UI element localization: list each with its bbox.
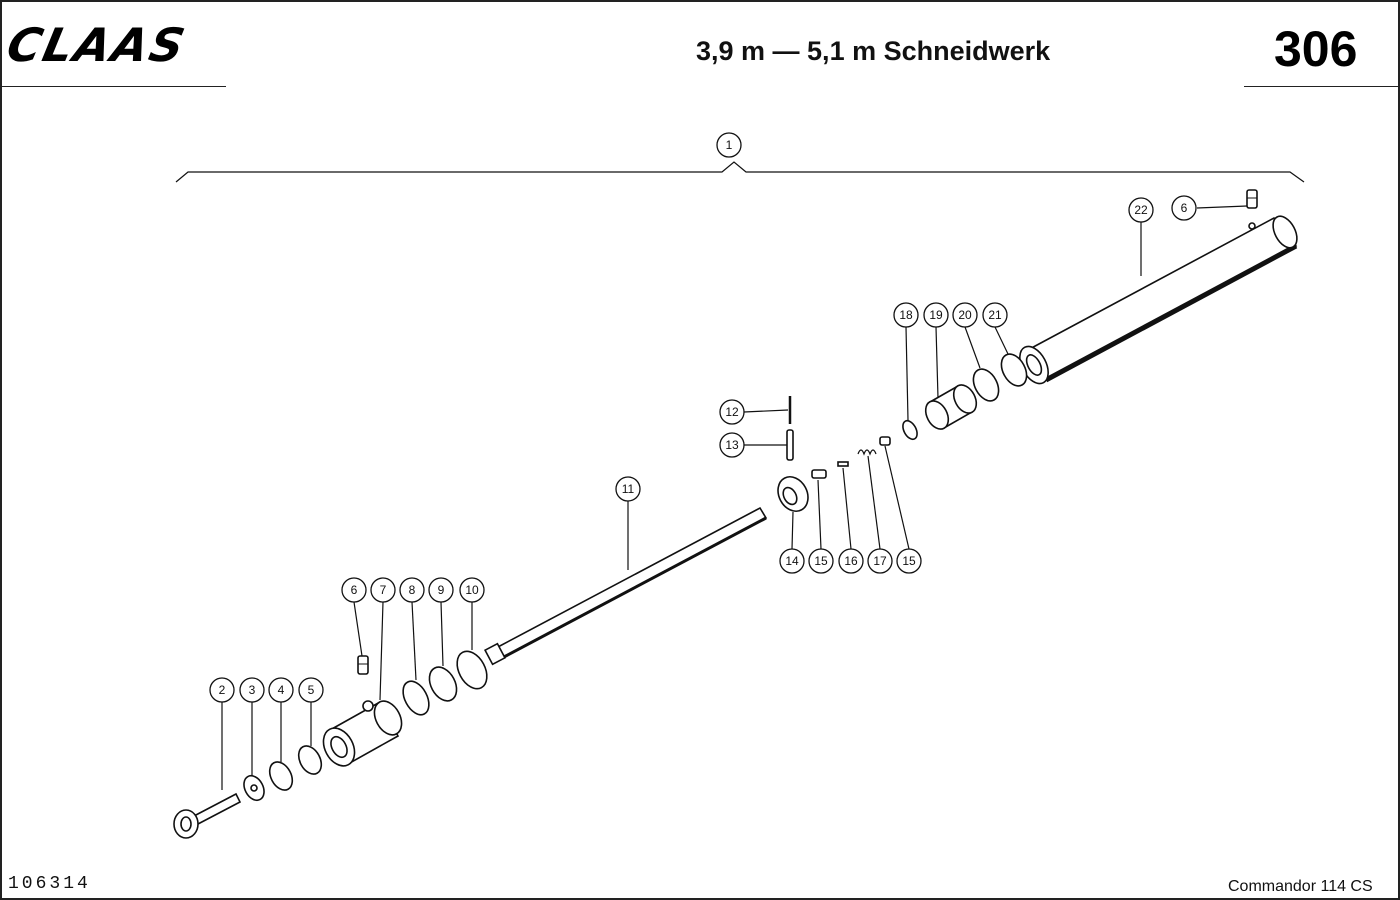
svg-text:3: 3 [249,683,256,697]
leader-lines [221,205,1248,790]
svg-text:12: 12 [725,405,739,419]
callout-17: 17 [867,548,893,574]
callout-19: 19 [923,302,949,328]
svg-text:10: 10 [465,583,479,597]
callout-22: 22 [1128,197,1154,223]
callout-9: 9 [428,577,454,603]
part-valve-seat-15a [811,469,827,479]
callout-18: 18 [893,302,919,328]
svg-text:9: 9 [438,583,445,597]
page-number-rule [1244,86,1400,87]
callout-12: 12 [719,399,745,425]
part-roll-pin-13 [786,429,794,461]
callout-11: 11 [615,476,641,502]
svg-text:13: 13 [725,438,739,452]
part-spring-17 [857,449,877,456]
callout-13: 13 [719,432,745,458]
svg-text:19: 19 [929,308,943,322]
svg-text:2: 2 [219,683,226,697]
callout-8: 8 [399,577,425,603]
callout-3: 3 [239,677,265,703]
part-seal-ring-20 [972,368,1000,402]
callout-20: 20 [952,302,978,328]
page-number: 306 [1274,21,1358,77]
part-eye-bolt [173,792,242,839]
part-o-ring-18 [902,419,918,441]
part-ring-9 [428,666,458,702]
svg-text:8: 8 [409,583,416,597]
model-name: Commandor 114 CS [1228,878,1373,895]
svg-text:6: 6 [351,583,358,597]
callout-10: 10 [459,577,485,603]
svg-text:4: 4 [278,683,285,697]
part-grease-nipple-top [1246,189,1258,209]
svg-text:21: 21 [988,308,1002,322]
part-ring-10 [456,650,488,690]
part-cylinder-head [322,700,403,767]
callout-1: 1 [716,132,742,158]
svg-text:6: 6 [1181,201,1188,215]
part-grease-nipple-left [357,655,369,675]
svg-text:1: 1 [726,138,733,152]
callout-15-a: 15 [808,548,834,574]
part-ball-16 [837,461,849,467]
svg-text:15: 15 [902,554,916,568]
page-title: 3,9 m — 5,1 m Schneidwerk [696,36,1051,66]
svg-text:11: 11 [622,482,635,496]
svg-text:22: 22 [1134,203,1148,217]
callout-2: 2 [209,677,235,703]
part-seal-4 [268,761,294,791]
part-piston [924,384,978,430]
part-wiper-ring-5 [297,745,323,775]
callout-7: 7 [370,577,396,603]
callout-15-b: 15 [896,548,922,574]
svg-text:15: 15 [814,554,828,568]
document-number: 106314 [8,874,91,894]
svg-text:5: 5 [308,683,315,697]
svg-text:17: 17 [873,554,887,568]
svg-text:20: 20 [958,308,972,322]
part-cylinder-barrel [1019,215,1298,385]
callout-21: 21 [982,302,1008,328]
part-seal-ring-21 [1000,353,1028,387]
callout-14: 14 [779,548,805,574]
part-piston-nut [777,476,809,512]
svg-text:14: 14 [785,554,799,568]
svg-text:7: 7 [380,583,387,597]
callout-6-left: 6 [341,577,367,603]
callout-5: 5 [298,677,324,703]
svg-text:18: 18 [899,308,913,322]
logo-rule [0,86,226,87]
callout-6-top: 6 [1171,195,1197,221]
part-piston-rod [483,506,768,666]
svg-text:16: 16 [844,554,858,568]
callout-16: 16 [838,548,864,574]
callout-4: 4 [268,677,294,703]
part-nut-3 [243,774,265,802]
assembly-brace [175,161,1305,183]
part-ring-8 [402,680,430,716]
part-valve-seat-15b [879,436,891,446]
